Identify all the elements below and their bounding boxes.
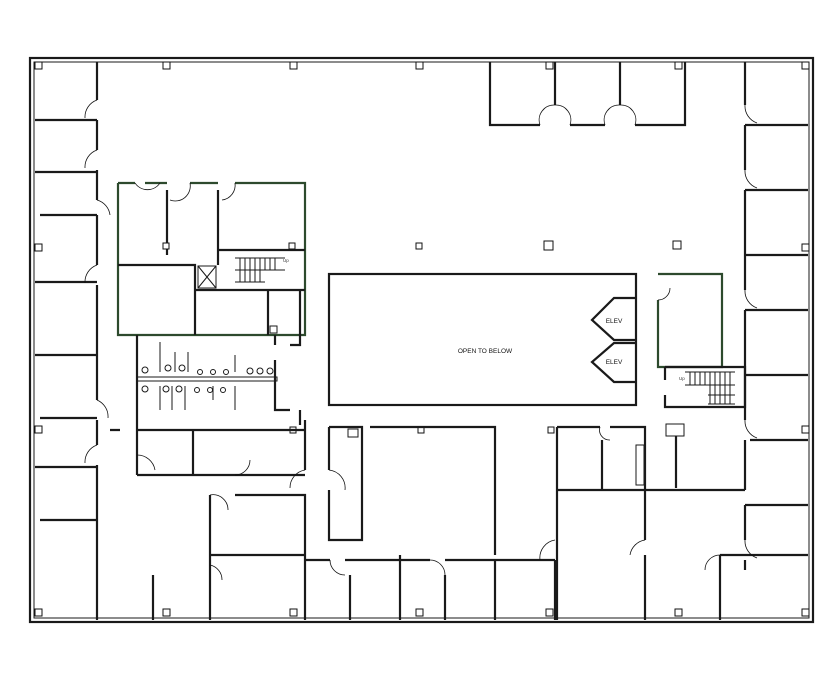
- right-core: Up Up: [283, 258, 747, 488]
- elevator-label: ELEV: [606, 318, 623, 325]
- left-offices: [35, 62, 111, 620]
- stair-up-label: Up: [679, 376, 685, 381]
- elevator-1: ELEV: [590, 296, 636, 342]
- exterior-wall: [28, 56, 815, 624]
- stair-left: [235, 257, 285, 283]
- lower-rooms: [305, 425, 745, 620]
- restrooms: [135, 335, 302, 475]
- right-offices: [720, 62, 808, 570]
- stair-up-label: Up: [283, 258, 289, 263]
- elevator-2: ELEV: [590, 341, 636, 384]
- fixtures: [141, 364, 274, 393]
- elevator-label: ELEV: [606, 359, 623, 366]
- top-offices: [488, 62, 687, 127]
- columns: [34, 61, 810, 617]
- lower-left-rooms: [110, 420, 307, 620]
- atrium: OPEN TO BELOW ELEV ELEV: [327, 272, 638, 407]
- stair-right: [685, 371, 735, 405]
- left-core: [116, 181, 307, 337]
- atrium-label: OPEN TO BELOW: [458, 348, 513, 355]
